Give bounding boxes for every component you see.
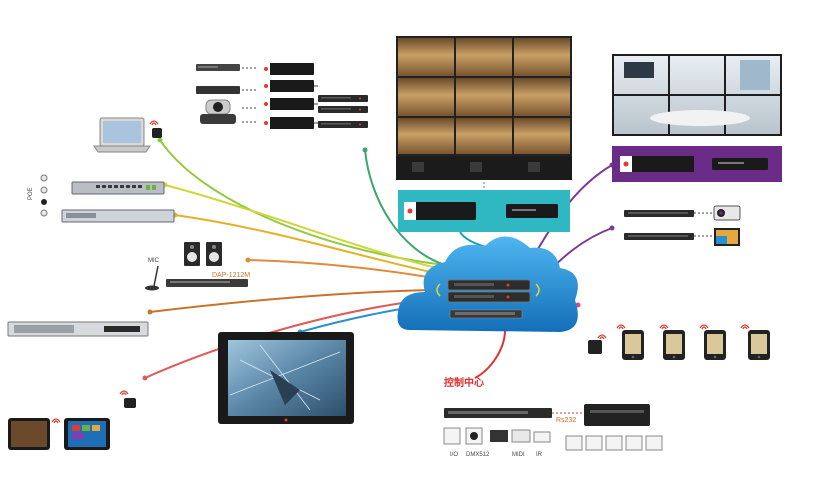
tablet-icon: [663, 330, 685, 360]
ir-label: IR: [536, 452, 543, 458]
purple-decoder-panel: [612, 146, 782, 182]
dmx-label: DMX512: [466, 452, 490, 458]
right-tablets: [588, 324, 770, 360]
tablet-icon: [622, 330, 644, 360]
line-server-top: [174, 214, 446, 276]
encoder-stack: [262, 63, 314, 129]
line-poe-switch: [164, 184, 446, 271]
video-wall-icon: [396, 36, 572, 180]
audio-group: MIC DAP-1212M: [145, 242, 250, 291]
controlled-devices-left: [443, 427, 551, 445]
projector-icon: [713, 205, 741, 221]
midi-label: MIDI: [512, 452, 525, 458]
right-decoders: [624, 205, 741, 246]
controlled-devices-right: [565, 435, 663, 451]
camera-icon: [200, 99, 236, 124]
line-dap: [247, 259, 446, 281]
tablet-icon: [748, 330, 770, 360]
wifi-icon: [119, 390, 129, 396]
line-control: [474, 329, 506, 379]
microphone-icon: [145, 265, 159, 291]
wifi-icon: [597, 334, 607, 340]
tablet-icon: [8, 418, 50, 450]
line-tablets-left: [144, 299, 426, 379]
bottom-left-tablets: [8, 390, 136, 450]
dap-label: DAP-1212M: [212, 272, 250, 279]
poe-label: POE: [28, 187, 34, 200]
rs232-label: Rs232: [556, 417, 576, 424]
room-display-icon: [612, 54, 782, 136]
monitor-icon: [218, 332, 354, 424]
gateway-icon: [588, 340, 602, 354]
tablet-icon: [704, 330, 726, 360]
control-center-label: 控制中心: [444, 376, 484, 389]
laptop-icon: [93, 117, 162, 153]
monitor-icon: [714, 228, 740, 246]
rack-server-icon: [7, 321, 149, 337]
relay-box-icon: [584, 404, 650, 426]
cloud-switches: [436, 279, 540, 319]
speaker-icon: [184, 242, 222, 266]
teal-decoder-panel: [398, 190, 570, 232]
mic-label: MIC: [148, 258, 160, 264]
io-label: I/O: [450, 452, 458, 458]
line-server-left: [149, 289, 431, 313]
top-left-devices: [196, 63, 368, 129]
wifi-icon: [51, 418, 61, 424]
tablet-icon: [64, 418, 110, 450]
control-center: 控制中心 Rs232 I/O DMX512 MIDI IR: [443, 376, 663, 458]
poe-switch-group: POE: [28, 174, 175, 223]
line-top-left: [364, 149, 446, 266]
